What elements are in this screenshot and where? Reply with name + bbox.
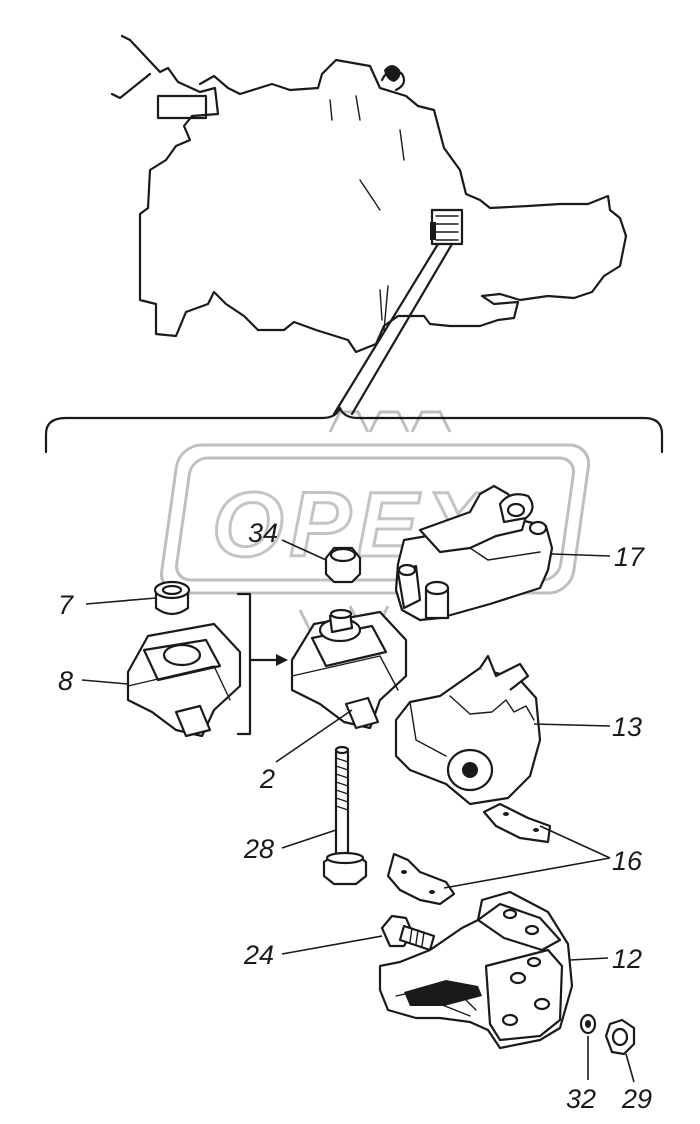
callout-7: 7 xyxy=(58,590,74,620)
leader-lines xyxy=(81,539,635,1083)
part-29-nut xyxy=(604,1018,636,1056)
part-12-lower-bracket xyxy=(378,890,574,1050)
callout-17: 17 xyxy=(614,542,645,572)
callout-34: 34 xyxy=(248,518,278,548)
callout-12: 12 xyxy=(612,944,642,974)
detail-pointer-lines xyxy=(332,242,454,416)
part-17-upper-bracket xyxy=(394,484,554,622)
callout-2: 2 xyxy=(259,764,275,794)
callout-32: 32 xyxy=(566,1084,596,1114)
part-16-shim-upper xyxy=(482,802,552,844)
part-34-nut xyxy=(324,546,362,584)
part-28-bolt xyxy=(322,745,368,886)
engine-outline xyxy=(110,34,628,354)
part-7-spacer xyxy=(153,580,191,616)
callout-8: 8 xyxy=(58,666,73,696)
part-24-bolt xyxy=(380,914,436,952)
callout-16: 16 xyxy=(612,846,643,876)
part-13-cushion-block xyxy=(394,654,542,806)
callouts: 34 17 7 8 13 2 28 16 24 12 32 29 xyxy=(58,518,652,1114)
callout-29: 29 xyxy=(621,1084,652,1114)
detail-bracket xyxy=(44,406,664,454)
part-8-cushion xyxy=(126,622,242,738)
callout-28: 28 xyxy=(243,834,274,864)
callout-24: 24 xyxy=(243,940,274,970)
part-16-shim-lower xyxy=(386,852,456,906)
part-32-washer xyxy=(579,1013,597,1035)
callout-13: 13 xyxy=(612,712,642,742)
alternative-bracket xyxy=(236,592,288,736)
mount-location-mark xyxy=(430,208,464,246)
part-2-cushion xyxy=(290,608,408,730)
